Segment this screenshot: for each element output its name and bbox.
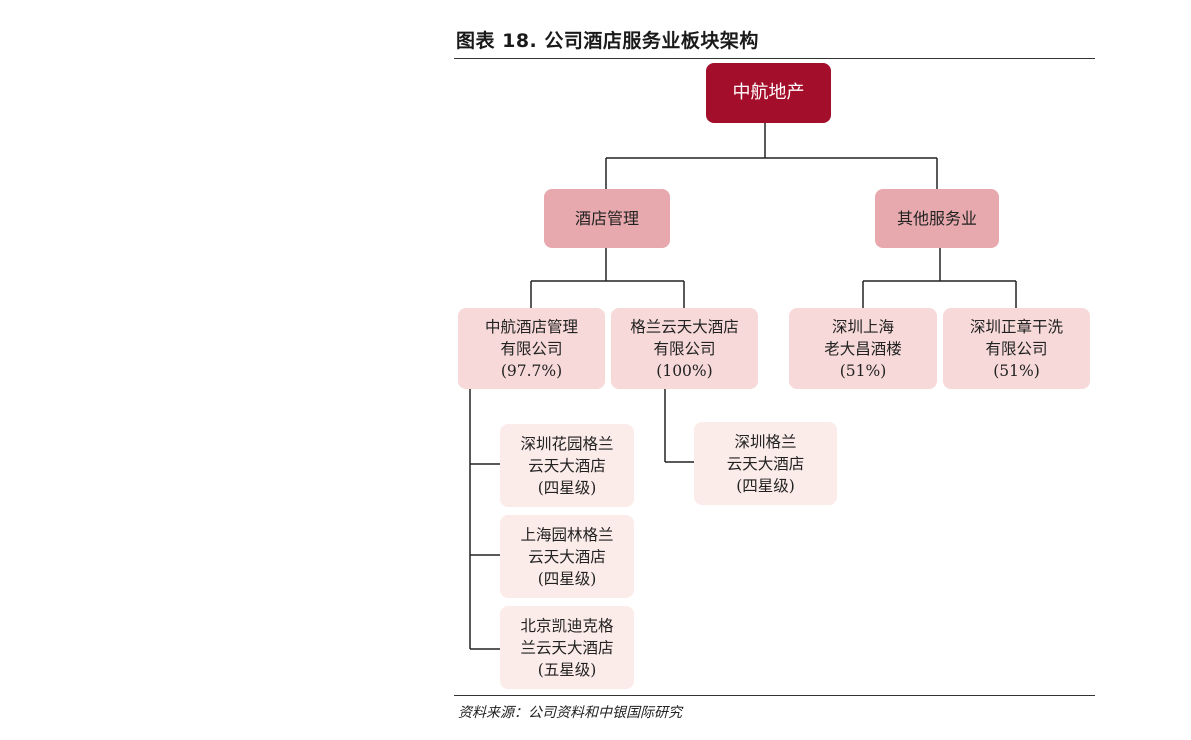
subsidiary-avic-hotel-mgmt: 中航酒店管理 有限公司 (97.7%)	[458, 308, 605, 389]
subsidiary-share: (100%)	[656, 361, 713, 380]
bottom-rule	[454, 695, 1095, 696]
segment-other-services: 其他服务业	[875, 189, 999, 248]
hotel-beijing-kaidike: 北京凯迪克格 兰云天大酒店 (五星级)	[500, 606, 634, 689]
subsidiary-line2: 有限公司	[500, 339, 563, 358]
segment-label: 其他服务业	[896, 208, 977, 228]
subsidiary-line1: 深圳正章干洗	[969, 317, 1063, 336]
root-node: 中航地产	[706, 63, 831, 123]
hotel-rating: (五星级)	[537, 660, 597, 679]
subsidiary-line1: 深圳上海	[831, 317, 894, 336]
hotel-line1: 深圳格兰	[734, 432, 797, 451]
subsidiary-share: (51%)	[839, 361, 887, 380]
subsidiary-share: (97.7%)	[500, 361, 563, 380]
subsidiary-line1: 格兰云天大酒店	[630, 317, 739, 336]
hotel-line1: 上海园林格兰	[520, 525, 614, 544]
hotel-line2: 云天大酒店	[528, 547, 606, 566]
subsidiary-line2: 有限公司	[985, 339, 1048, 358]
hotel-rating: (四星级)	[537, 569, 597, 588]
subsidiary-laodachang: 深圳上海 老大昌酒楼 (51%)	[789, 308, 937, 389]
top-rule	[454, 58, 1095, 59]
hotel-shenzhen-grand: 深圳格兰 云天大酒店 (四星级)	[694, 422, 837, 505]
hotel-line2: 兰云天大酒店	[520, 638, 614, 657]
hotel-line2: 云天大酒店	[528, 456, 606, 475]
subsidiary-line2: 有限公司	[653, 339, 716, 358]
hotel-rating: (四星级)	[736, 476, 795, 495]
hotel-rating: (四星级)	[537, 478, 597, 497]
segment-label: 酒店管理	[574, 208, 639, 228]
source-note: 资料来源：公司资料和中银国际研究	[458, 705, 682, 721]
subsidiary-grand-skylight-hotel: 格兰云天大酒店 有限公司 (100%)	[611, 308, 758, 389]
subsidiary-line2: 老大昌酒楼	[824, 339, 902, 358]
subsidiary-line1: 中航酒店管理	[484, 317, 578, 336]
root-label: 中航地产	[732, 82, 805, 103]
subsidiary-zhengzhang-laundry: 深圳正章干洗 有限公司 (51%)	[943, 308, 1090, 389]
hotel-shenzhen-garden: 深圳花园格兰 云天大酒店 (四星级)	[500, 424, 634, 507]
subsidiary-share: (51%)	[993, 361, 1040, 380]
segment-hotel-management: 酒店管理	[544, 189, 670, 248]
figure-title: 图表 18. 公司酒店服务业板块架构	[456, 30, 759, 52]
hotel-shanghai-garden: 上海园林格兰 云天大酒店 (四星级)	[500, 515, 634, 598]
hotel-line2: 云天大酒店	[726, 454, 805, 473]
hotel-line1: 北京凯迪克格	[520, 616, 614, 635]
hotel-line1: 深圳花园格兰	[520, 434, 614, 453]
